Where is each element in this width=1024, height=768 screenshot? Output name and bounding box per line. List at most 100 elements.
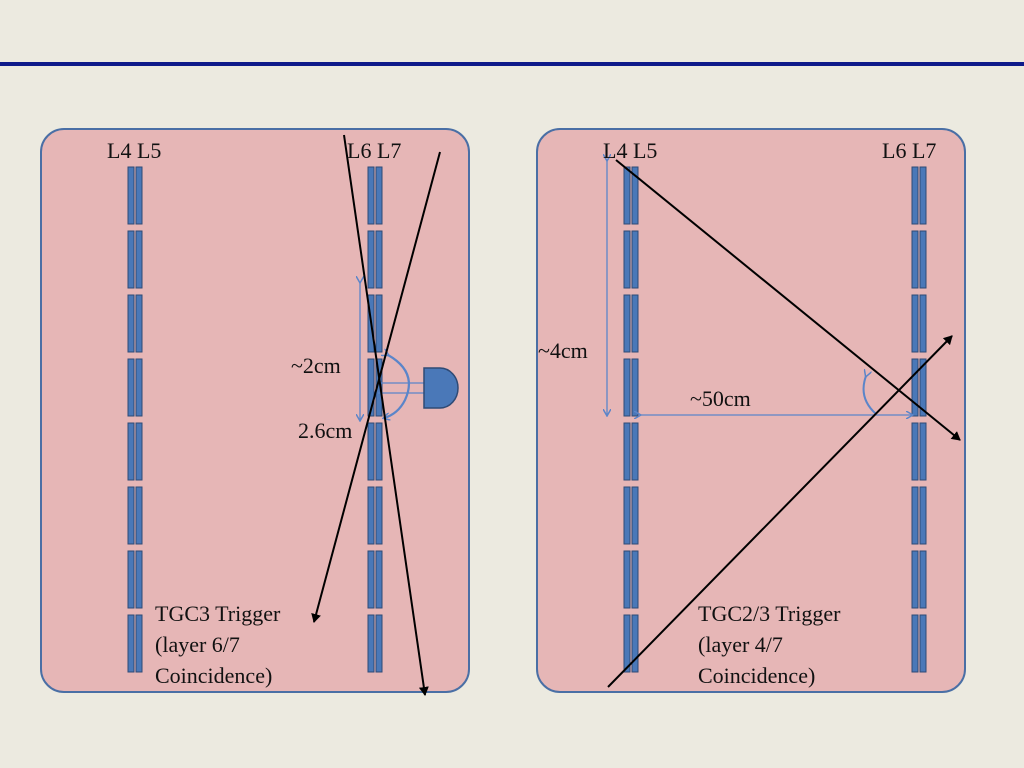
right-column-l6-l7-bar	[919, 230, 927, 289]
right-column-l4-l5-bar	[631, 230, 639, 289]
left-column-l6-l7-segment	[367, 486, 383, 545]
left-caption-line-1: TGC3 Trigger	[155, 601, 281, 626]
right-column-l6-l7-bar	[911, 486, 919, 545]
left-column-l6-l7-bar	[367, 614, 375, 673]
right-column-l4-l5-bar	[623, 550, 631, 609]
right-column-l6-l7-segment	[911, 614, 927, 673]
right-column-l4-l5-segment	[623, 358, 639, 417]
right-column-l4-l5-bar	[623, 294, 631, 353]
right-caption: TGC2/3 Trigger (layer 4/7 Coincidence)	[698, 598, 840, 691]
left-column-l6-l7-bar	[367, 422, 375, 481]
right-column-l6-l7-segment	[911, 358, 927, 417]
left-column-l6-l7-bar	[375, 614, 383, 673]
right-column-l4-l5-bar	[631, 358, 639, 417]
left-angle-arc	[384, 355, 410, 418]
right-column-l4-l5-segment	[623, 486, 639, 545]
right-column-l6-l7-bar	[911, 614, 919, 673]
right-layer-label-l4-l5: L4 L5	[603, 138, 658, 163]
right-caption-line-2: (layer 4/7	[698, 632, 783, 657]
right-column-l4-l5-bar	[631, 550, 639, 609]
left-column-l4-l5-bar	[127, 230, 135, 289]
left-column-l4-l5-bar	[127, 358, 135, 417]
right-caption-line-1: TGC2/3 Trigger	[698, 601, 841, 626]
left-column-l4-l5-bar	[127, 166, 135, 225]
left-column-l4-l5-bar	[135, 614, 143, 673]
left-layer-label-l6-l7: L6 L7	[347, 138, 402, 163]
left-column-l6-l7-bar	[375, 166, 383, 225]
left-dimension-markers	[360, 282, 459, 420]
right-column-l4-l5-segment	[623, 230, 639, 289]
right-column-l6-l7-bar	[919, 358, 927, 417]
left-column-l4-l5-segment	[127, 294, 143, 353]
left-column-l6-l7-bar	[375, 230, 383, 289]
left-column-l4-l5-bar	[127, 550, 135, 609]
right-layer-label-l6-l7: L6 L7	[882, 138, 937, 163]
left-column-l4-l5-segment	[127, 614, 143, 673]
pmt-icon	[423, 367, 459, 409]
right-column-l4-l5-bar	[623, 486, 631, 545]
right-height-dimension-label: ~4cm	[538, 338, 588, 363]
right-column-l6-l7-segment	[911, 422, 927, 481]
left-column-l6-l7-bar	[367, 358, 375, 417]
right-column-l4-l5-bar	[631, 166, 639, 225]
right-distance-dimension-label: ~50cm	[690, 386, 751, 411]
right-column-l6-l7-bar	[911, 166, 919, 225]
right-column-l4-l5-bar	[631, 486, 639, 545]
left-column-l4-l5-bar	[135, 550, 143, 609]
right-column-l4-l5-segment	[623, 614, 639, 673]
right-column-l6-l7-bar	[911, 294, 919, 353]
left-column-l4-l5-bar	[135, 422, 143, 481]
left-column-l4-l5-bar	[135, 358, 143, 417]
right-column-l6-l7-bar	[911, 230, 919, 289]
left-column-l6-l7-segment	[367, 422, 383, 481]
right-dimension-markers	[607, 160, 912, 415]
right-column-l4-l5-segment	[623, 422, 639, 481]
left-column-l4-l5-bar	[127, 294, 135, 353]
right-column-l4-l5-bar	[631, 422, 639, 481]
left-track-2	[311, 151, 441, 623]
left-caption-line-2: (layer 6/7	[155, 632, 240, 657]
right-track-2	[607, 335, 953, 688]
left-column-l6-l7-bar	[375, 294, 383, 353]
right-column-l6-l7-bar	[919, 422, 927, 481]
right-caption-line-3: Coincidence)	[698, 663, 816, 688]
right-column-l4-l5-segment	[623, 550, 639, 609]
left-height-dimension-label: ~2cm	[291, 353, 341, 378]
left-column-l4-l5-bar	[127, 422, 135, 481]
right-column-l6-l7-bar	[919, 166, 927, 225]
left-column-l4-l5-segment	[127, 230, 143, 289]
left-column-l4-l5-segment	[127, 166, 143, 225]
right-column-l6-l7-segment	[911, 550, 927, 609]
right-track-1	[615, 159, 961, 441]
left-column-l4-l5-segment	[127, 358, 143, 417]
right-column-l4-l5-bar	[623, 230, 631, 289]
right-column-l6-l7-segment	[911, 166, 927, 225]
left-column-l4-l5-segment	[127, 486, 143, 545]
right-column-l6-l7-bar	[919, 614, 927, 673]
left-caption: TGC3 Trigger (layer 6/7 Coincidence)	[155, 598, 280, 691]
left-column-l4-l5-bar	[135, 486, 143, 545]
right-column-l4-l5-segment	[623, 294, 639, 353]
right-column-l6-l7-bar	[919, 486, 927, 545]
left-column-l6-l7-segment	[367, 230, 383, 289]
left-column-l6-l7-segment	[367, 614, 383, 673]
left-column-l6-l7-bar	[375, 422, 383, 481]
right-column-l4-l5-bar	[623, 614, 631, 673]
right-column-l4-l5-bar	[631, 614, 639, 673]
right-angle-arc	[862, 376, 877, 415]
right-column-l6-l7-bar	[911, 358, 919, 417]
right-column-l6-l7-segment	[911, 486, 927, 545]
left-column-l6-l7-bar	[375, 486, 383, 545]
left-column-l4-l5-bar	[127, 486, 135, 545]
left-width-dimension-label: 2.6cm	[298, 418, 353, 443]
right-column-l6-l7-bar	[919, 294, 927, 353]
right-column-l4-l5-bar	[623, 422, 631, 481]
right-column-l6-l7-segment	[911, 230, 927, 289]
left-column-l4-l5-bar	[135, 294, 143, 353]
left-track-1	[343, 134, 429, 696]
left-column-l4-l5-segment	[127, 550, 143, 609]
right-column-l6-l7-bar	[919, 550, 927, 609]
left-column-l6-l7-bar	[367, 550, 375, 609]
left-column-l6-l7-bar	[375, 550, 383, 609]
